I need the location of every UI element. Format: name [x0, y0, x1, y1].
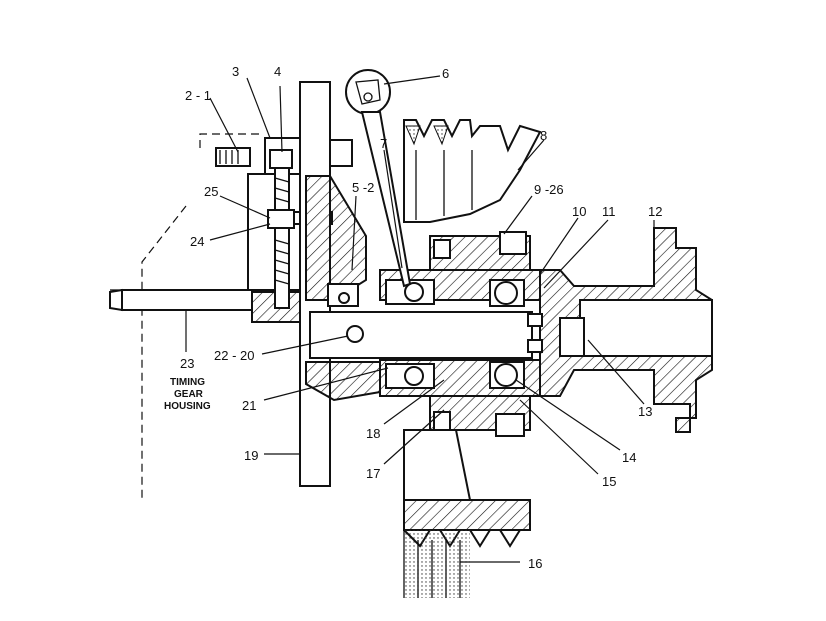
label-25: 25 — [204, 184, 218, 199]
callout-labels: 2 - 1 3 4 6 7 8 5 -2 9 -26 10 11 12 25 2… — [164, 64, 662, 571]
hub — [527, 227, 713, 433]
label-15: 15 — [602, 474, 616, 489]
caption-gear: GEAR — [174, 389, 204, 400]
label-17: 17 — [366, 466, 380, 481]
label-6: 6 — [442, 66, 449, 81]
support-plate — [299, 81, 381, 487]
upper-pulley — [403, 119, 542, 223]
label-4: 4 — [274, 64, 281, 79]
caption-housing: HOUSING — [164, 401, 211, 412]
label-5-2: 5 -2 — [352, 180, 374, 195]
label-23: 23 — [180, 356, 194, 371]
label-13: 13 — [638, 404, 652, 419]
drive-shaft — [109, 288, 253, 312]
lower-pulley — [403, 429, 531, 598]
label-12: 12 — [648, 204, 662, 219]
label-11: 11 — [602, 204, 616, 219]
label-7: 7 — [380, 136, 387, 151]
label-18: 18 — [366, 426, 380, 441]
timing-gear-housing-outline — [141, 133, 262, 498]
label-9-26: 9 -26 — [534, 182, 564, 197]
label-2-1: 2 - 1 — [185, 88, 211, 103]
label-21: 21 — [242, 398, 256, 413]
label-8: 8 — [540, 128, 547, 143]
caption-timing: TIMING — [170, 377, 205, 388]
label-14: 14 — [622, 450, 636, 465]
label-24: 24 — [190, 234, 204, 249]
label-3: 3 — [232, 64, 239, 79]
label-16: 16 — [528, 556, 542, 571]
label-22-20: 22 - 20 — [214, 348, 254, 363]
bearings — [385, 279, 525, 389]
idler-shaft — [309, 283, 533, 359]
leader-lines — [185, 75, 655, 563]
label-19: 19 — [244, 448, 258, 463]
label-10: 10 — [572, 204, 586, 219]
